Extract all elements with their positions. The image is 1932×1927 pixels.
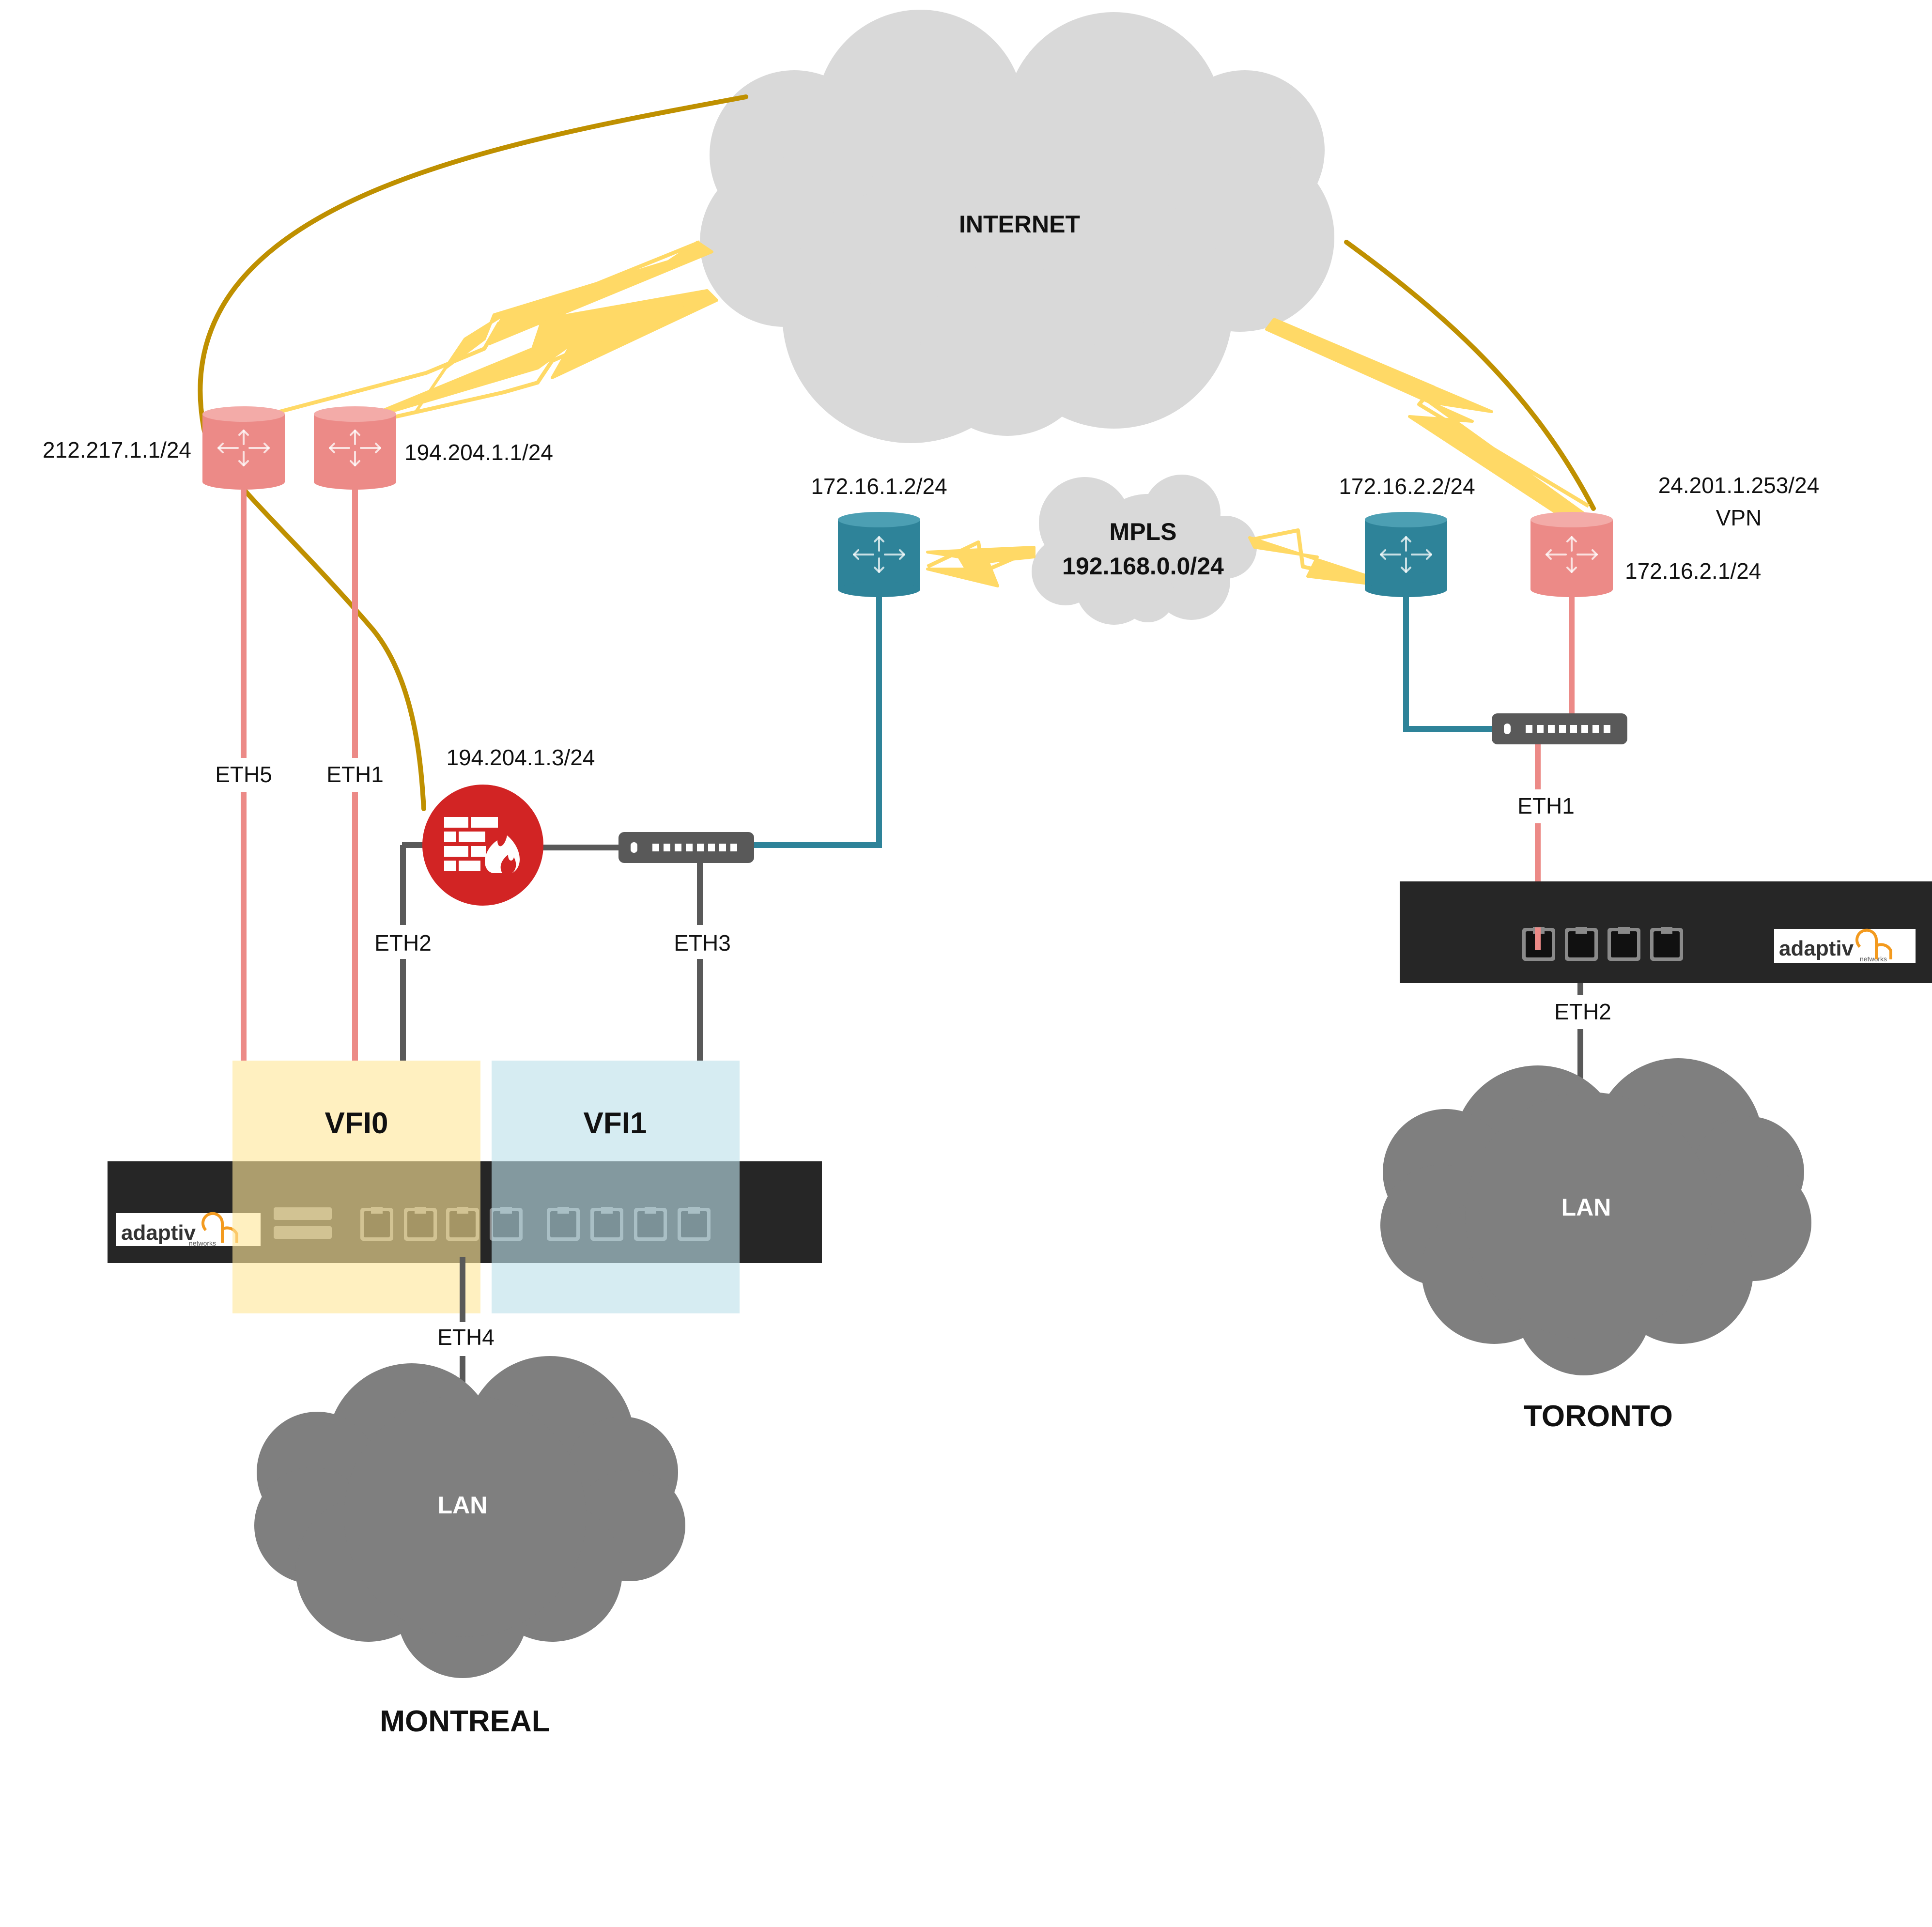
cable-label-backgrounds xyxy=(208,758,734,1356)
toronto-port-eth2-label: ETH2 xyxy=(1554,999,1611,1024)
mpls-cloud xyxy=(1032,475,1257,625)
toronto-port-eth1-label: ETH1 xyxy=(1517,793,1575,818)
logo-icon xyxy=(1855,928,1892,959)
toronto-switch xyxy=(1492,713,1627,744)
logo-subtext: networks xyxy=(1860,955,1887,963)
router-212 xyxy=(202,406,285,490)
internet-cloud xyxy=(700,10,1334,443)
montreal-switch xyxy=(618,832,754,863)
vfi1-zone xyxy=(492,1061,740,1313)
logo-subtext: networks xyxy=(189,1239,216,1247)
internet-label: INTERNET xyxy=(959,211,1080,238)
port-eth1-label: ETH1 xyxy=(326,762,384,787)
switch-icon xyxy=(1492,713,1627,744)
lan-toronto-label: LAN xyxy=(1561,1194,1611,1221)
router-212-ip: 212.217.1.1/24 xyxy=(43,437,191,462)
toronto-lan-ip: 172.16.2.1/24 xyxy=(1625,558,1761,584)
lan-cloud-montreal xyxy=(254,1356,685,1678)
port-3-icon xyxy=(1607,927,1640,961)
logo-text: adaptiv xyxy=(1779,937,1854,960)
toronto-appliance: adaptiv networks xyxy=(1400,881,1932,983)
site-montreal-label: MONTREAL xyxy=(380,1705,550,1738)
vfi1-label: VFI1 xyxy=(584,1107,647,1140)
router-194-ip: 194.204.1.1/24 xyxy=(404,440,553,465)
port-eth5-label: ETH5 xyxy=(215,762,272,787)
toronto-cable-label-backgrounds xyxy=(1504,789,1615,1029)
logo-text: adaptiv xyxy=(121,1221,196,1245)
toronto-vpn-label: VPN xyxy=(1716,505,1762,530)
vfi0-zone xyxy=(232,1061,480,1313)
site-toronto-label: TORONTO xyxy=(1524,1400,1673,1433)
router-mpls-toronto-ip: 172.16.2.2/24 xyxy=(1339,474,1475,499)
toronto-wan-ip: 24.201.1.253/24 xyxy=(1658,473,1820,498)
switch-icon xyxy=(618,832,754,863)
port-eth2-label: ETH2 xyxy=(374,930,432,956)
firewall-ip: 194.204.1.3/24 xyxy=(447,745,595,770)
router-194 xyxy=(314,406,396,490)
vpn-tunnel-path-right xyxy=(1344,240,1596,511)
lan-cloud-toronto xyxy=(1380,1058,1811,1375)
lan-montreal-label: LAN xyxy=(438,1492,488,1519)
port-eth4-label: ETH4 xyxy=(437,1325,495,1350)
port-eth3-label: ETH3 xyxy=(674,930,731,956)
firewall xyxy=(422,785,543,906)
router-mpls-montreal-ip: 172.16.1.2/24 xyxy=(811,474,947,499)
router-mpls-toronto xyxy=(1365,512,1447,597)
mpls-label: MPLS xyxy=(1110,518,1177,545)
wan-links-lines xyxy=(261,240,1590,583)
mpls-subnet-label: 192.168.0.0/24 xyxy=(1062,553,1224,580)
router-toronto xyxy=(1530,512,1613,597)
vfi0-label: VFI0 xyxy=(325,1107,388,1140)
port-2-icon xyxy=(1565,927,1598,961)
router-mpls-montreal xyxy=(838,512,920,597)
port-4-icon xyxy=(1650,927,1683,961)
